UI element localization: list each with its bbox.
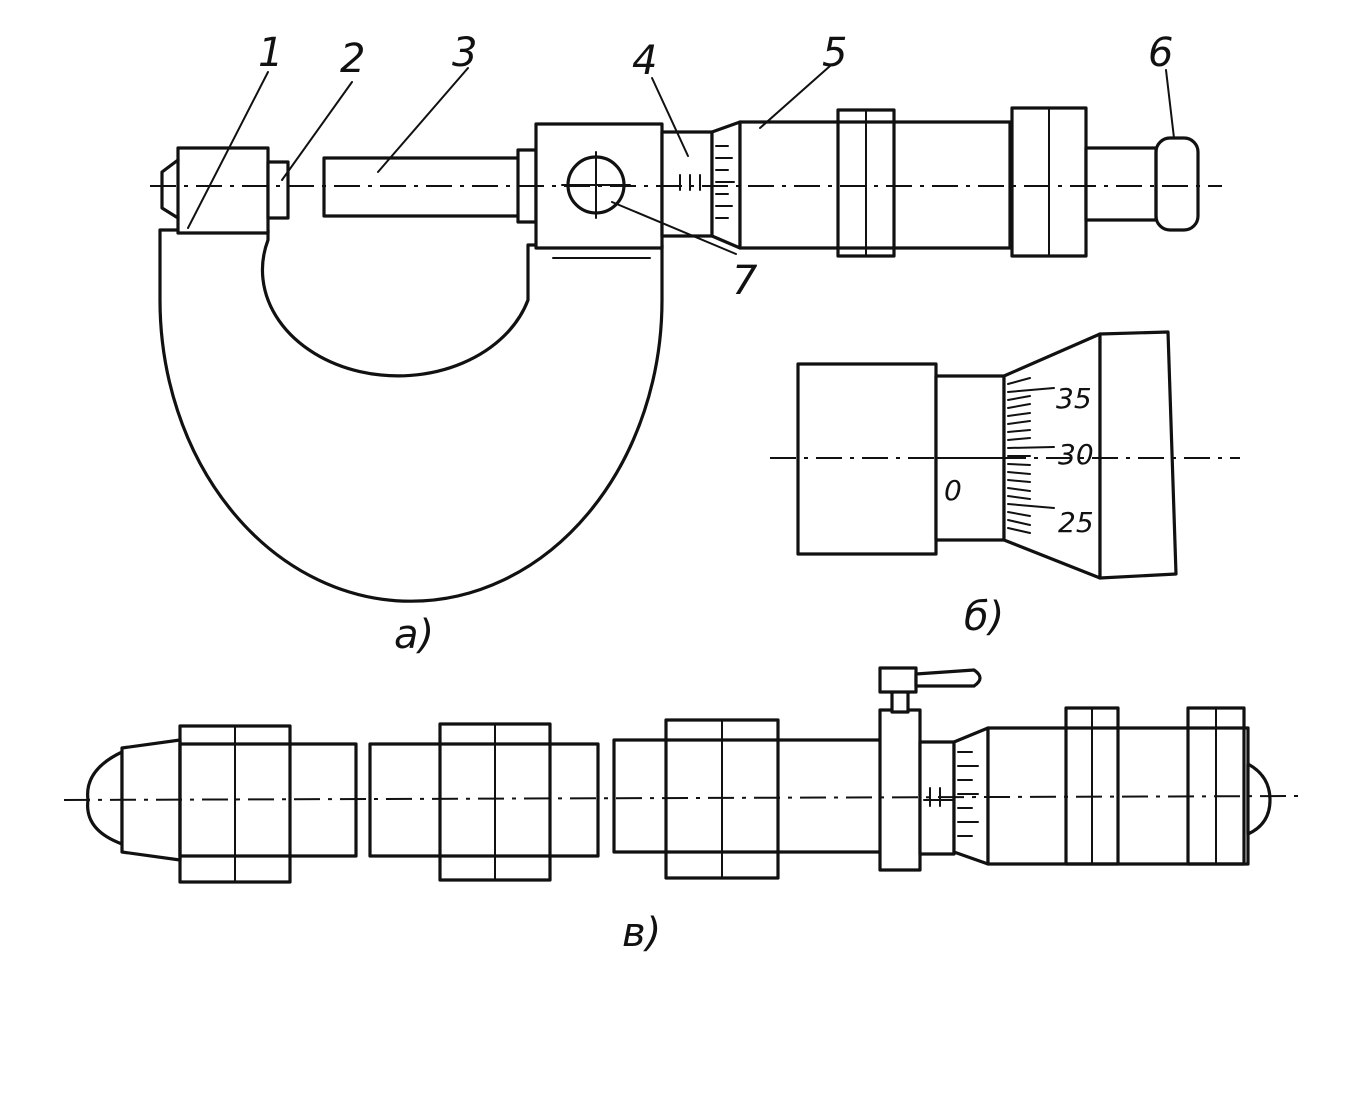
ratchet xyxy=(1154,136,1200,232)
anvil xyxy=(266,160,290,220)
figure-c-inside-micrometer: в) xyxy=(63,666,1305,956)
figure-a-outside-micrometer: 1 2 3 4 5 6 7 а) xyxy=(150,30,1222,658)
ratchet-shaft xyxy=(1084,146,1158,222)
thimble-scale-ticks xyxy=(715,145,735,219)
callout-3: 3 xyxy=(452,30,477,76)
left-measuring-tip xyxy=(86,750,124,846)
rod-segment-3 xyxy=(612,738,884,854)
leader-lines xyxy=(187,65,1175,255)
caption-b: б) xyxy=(964,594,1004,640)
callout-7: 7 xyxy=(732,258,758,304)
clamp-head xyxy=(878,666,918,694)
inside-thimble-ticks xyxy=(957,751,979,837)
thimble-label-35: 35 xyxy=(1056,382,1092,415)
right-measuring-tip xyxy=(1246,762,1272,836)
rod-segment-2 xyxy=(368,742,600,858)
callout-4: 4 xyxy=(632,38,657,84)
sleeve-zero-label: 0 xyxy=(944,474,962,507)
callout-5: 5 xyxy=(822,30,847,76)
caption-a: а) xyxy=(394,612,434,658)
frame xyxy=(158,228,664,603)
callout-1: 1 xyxy=(258,30,283,76)
clamp-lever xyxy=(914,668,982,688)
anvil-chamfer xyxy=(160,158,180,220)
clamp-body xyxy=(878,708,922,872)
thimble-graduations xyxy=(1007,377,1055,534)
caption-c: в) xyxy=(622,910,661,956)
figure-b-scale-reading: 0 35 30 25 б) xyxy=(770,330,1240,640)
axis-c xyxy=(63,795,1305,801)
thimble-label-30: 30 xyxy=(1058,438,1094,471)
inside-thimble-bevel xyxy=(952,726,990,866)
callout-6: 6 xyxy=(1148,30,1173,76)
sleeve xyxy=(660,130,714,238)
callout-2: 2 xyxy=(340,36,365,82)
thimble-label-25: 25 xyxy=(1058,506,1094,539)
thimble-body-detail xyxy=(1098,330,1178,580)
